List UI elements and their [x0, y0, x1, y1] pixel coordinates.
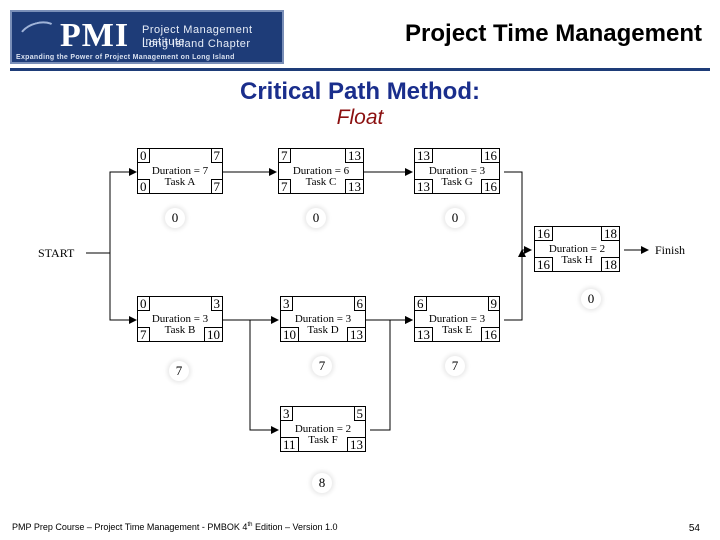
duration: Duration = 3 — [428, 165, 486, 177]
late-finish: 10 — [204, 327, 222, 341]
finish-node: Finish — [655, 243, 686, 258]
duration: Duration = 6 — [292, 165, 350, 177]
float-badge-g: 0 — [445, 208, 465, 228]
slide-subtitle: Float — [336, 106, 384, 129]
float-badge-h: 0 — [581, 289, 601, 309]
duration: Duration = 3 — [428, 313, 486, 325]
task-c-node: 7 13 Duration = 6 Task C 7 13 — [278, 148, 364, 194]
early-finish: 7 — [210, 149, 222, 163]
arrow-b-f — [249, 320, 279, 434]
logo-chapter-name: Long Island Chapter — [142, 38, 251, 50]
late-start: 0 — [138, 179, 150, 193]
late-start: 11 — [281, 437, 299, 451]
early-finish: 3 — [210, 297, 222, 311]
arrow-start-b — [109, 253, 137, 324]
early-finish: 18 — [601, 227, 619, 241]
duration: Duration = 2 — [548, 243, 606, 255]
duration: Duration = 2 — [294, 423, 352, 435]
pmi-logo: PMI Project Management Institute Long Is… — [10, 10, 284, 64]
late-finish: 13 — [347, 437, 365, 451]
page-number: 54 — [688, 523, 700, 534]
float-badge-b: 7 — [169, 361, 189, 381]
task-f-node: 3 5 Duration = 2 Task F 11 13 — [280, 406, 366, 452]
late-finish: 7 — [210, 179, 222, 193]
early-finish: 6 — [353, 297, 365, 311]
logo-tagline: Expanding the Power of Project Managemen… — [16, 54, 235, 61]
late-finish: 16 — [481, 327, 499, 341]
early-start: 6 — [415, 297, 427, 311]
late-finish: 18 — [601, 257, 619, 271]
task-h-node: 16 18 Duration = 2 Task H 16 18 — [534, 226, 620, 272]
logo-mark: PMI — [60, 17, 130, 54]
late-start: 13 — [415, 179, 433, 193]
float-badge-e: 7 — [445, 356, 465, 376]
late-finish: 13 — [347, 327, 365, 341]
arrow-e-h — [504, 249, 526, 321]
footer-text: PMP Prep Course – Project Time Managemen… — [12, 522, 338, 532]
task-a-node: 0 7 Duration = 7 Task A 0 7 — [137, 148, 223, 194]
float-badge-a: 0 — [165, 208, 185, 228]
footer-edition: Edition – Version 1.0 — [252, 522, 338, 532]
late-start: 7 — [138, 327, 150, 341]
header-divider — [10, 68, 710, 71]
duration: Duration = 3 — [151, 313, 209, 325]
late-finish: 13 — [345, 179, 363, 193]
task-name: Task B — [164, 324, 196, 336]
duration: Duration = 3 — [294, 313, 352, 325]
early-finish: 16 — [481, 149, 499, 163]
early-start: 3 — [281, 297, 293, 311]
duration: Duration = 7 — [151, 165, 209, 177]
late-start: 10 — [281, 327, 299, 341]
early-start: 7 — [279, 149, 291, 163]
task-name: Task G — [441, 176, 473, 188]
arrow-start-a — [86, 168, 137, 254]
task-name: Task E — [441, 324, 473, 336]
late-finish: 16 — [481, 179, 499, 193]
footer-course: PMP Prep Course – Project Time Managemen… — [12, 522, 248, 532]
float-badge-d: 7 — [312, 356, 332, 376]
task-name: Task A — [164, 176, 196, 188]
float-badge-c: 0 — [306, 208, 326, 228]
task-b-node: 0 3 Duration = 3 Task B 7 10 — [137, 296, 223, 342]
late-start: 16 — [535, 257, 553, 271]
early-start: 16 — [535, 227, 553, 241]
footer-superscript: th — [247, 522, 253, 528]
task-name: Task C — [305, 176, 337, 188]
early-start: 0 — [138, 297, 150, 311]
task-g-node: 13 16 Duration = 3 Task G 13 16 — [414, 148, 500, 194]
early-finish: 9 — [487, 297, 499, 311]
task-d-node: 3 6 Duration = 3 Task D 10 13 — [280, 296, 366, 342]
start-node: START — [38, 246, 75, 261]
task-name: Task D — [307, 324, 339, 336]
arrow-g-h — [504, 171, 532, 254]
early-finish: 5 — [353, 407, 365, 421]
late-start: 7 — [279, 179, 291, 193]
early-start: 3 — [281, 407, 293, 421]
slide-title: Critical Path Method: — [239, 78, 480, 105]
early-start: 13 — [415, 149, 433, 163]
task-name: Task F — [308, 434, 338, 446]
float-badge-f: 8 — [312, 473, 332, 493]
late-start: 13 — [415, 327, 433, 341]
early-start: 0 — [138, 149, 150, 163]
header-title: Project Time Management — [405, 20, 702, 47]
logo-org-name: Project Management Institute — [142, 24, 253, 48]
task-name: Task H — [561, 254, 593, 266]
early-finish: 13 — [345, 149, 363, 163]
arrow-f-e — [370, 316, 413, 431]
task-e-node: 6 9 Duration = 3 Task E 13 16 — [414, 296, 500, 342]
